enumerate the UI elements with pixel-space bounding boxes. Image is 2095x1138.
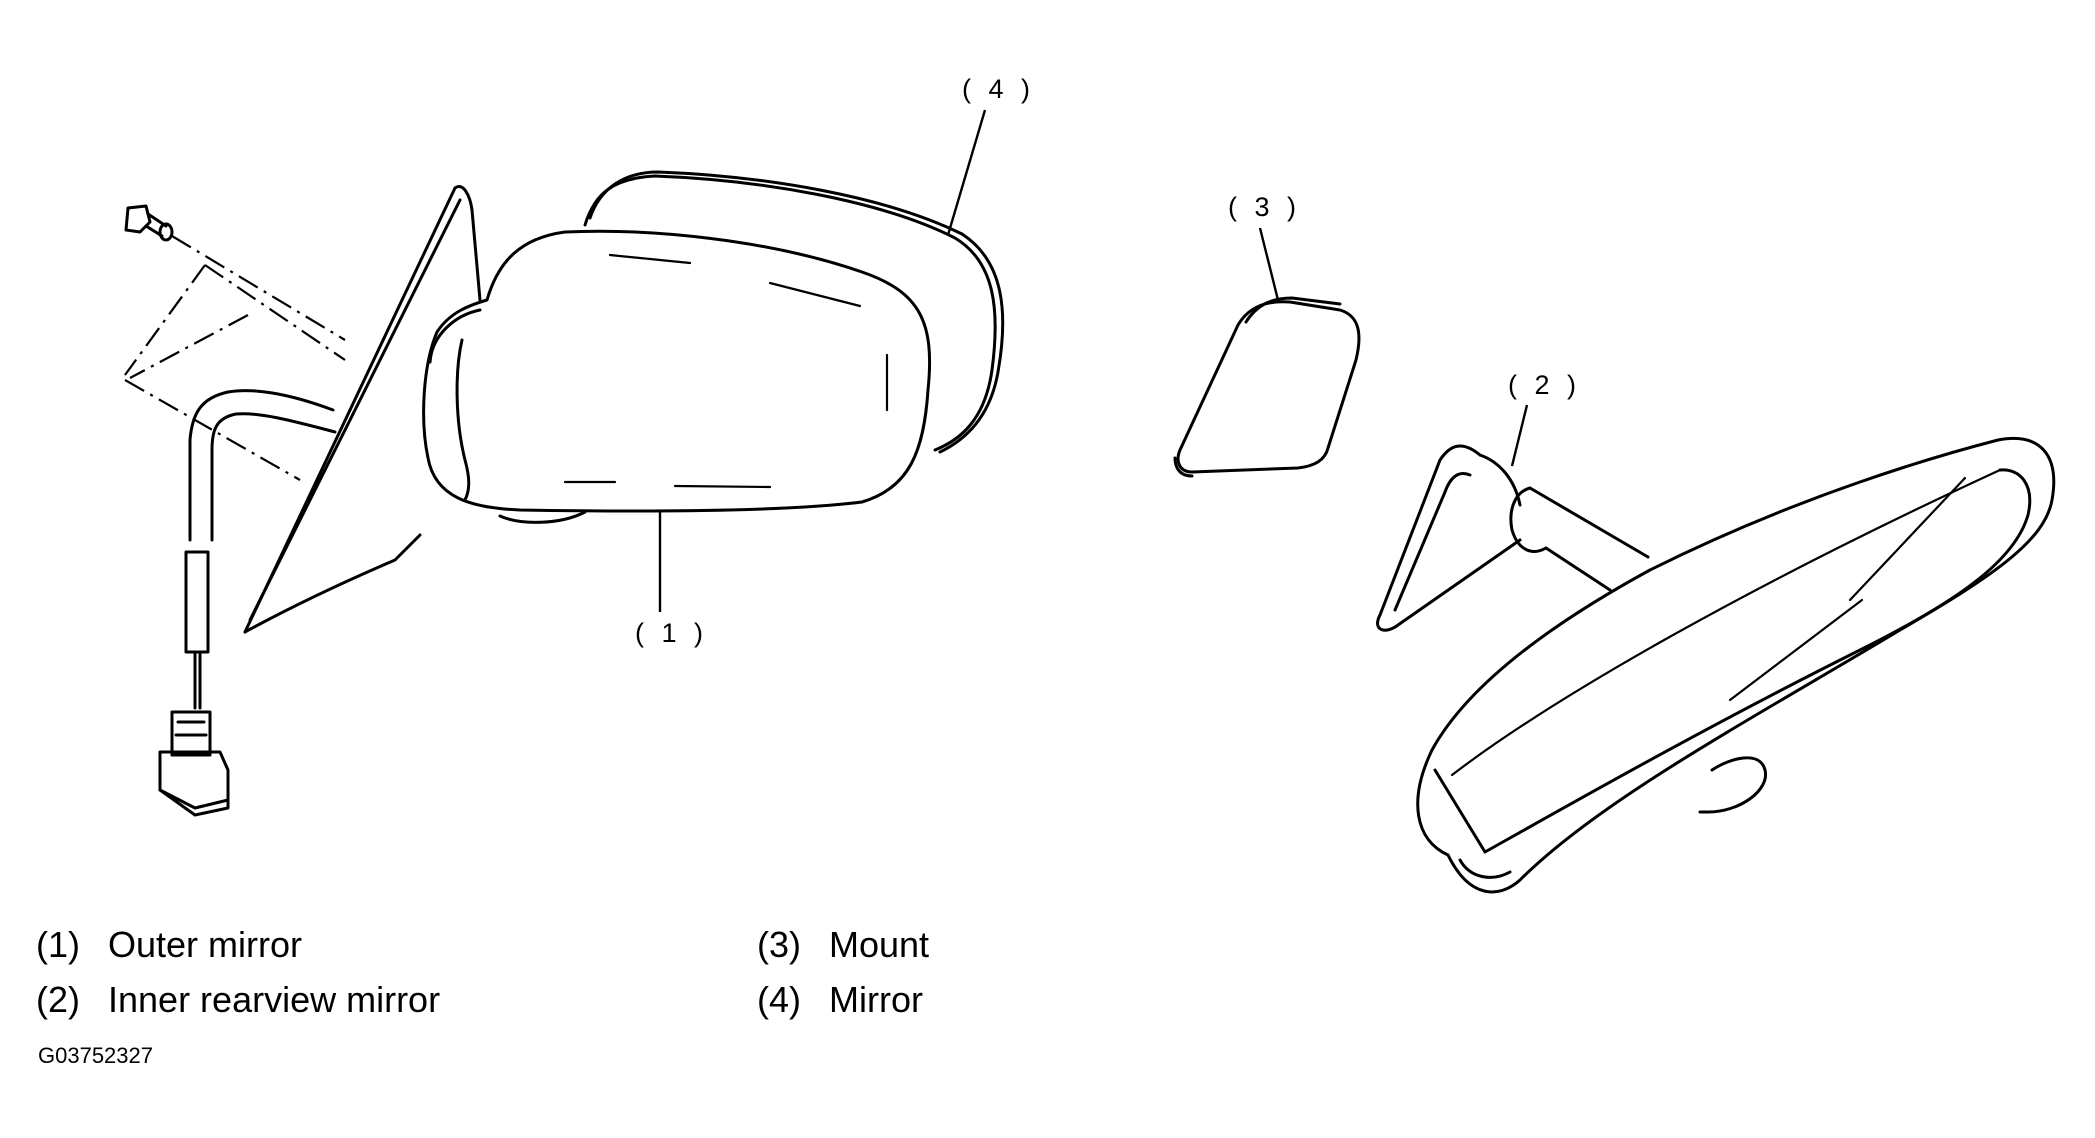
leader-lines	[658, 109, 1529, 612]
legend-label: Mount	[829, 924, 930, 965]
inner-rearview-mirror	[1376, 437, 2056, 894]
leader-3	[1258, 227, 1280, 301]
callout-3: ( 3 )	[1228, 192, 1302, 222]
legend-item-1: (1) Outer mirror	[36, 924, 302, 966]
outer-mirror-base	[243, 185, 482, 634]
bolt	[124, 204, 174, 242]
mount	[1173, 296, 1361, 478]
leader-2	[1510, 404, 1529, 467]
legend-num: (2)	[36, 979, 80, 1020]
leader-4	[946, 109, 987, 236]
legend-num: (3)	[757, 924, 801, 965]
assembly-lines	[124, 235, 346, 481]
wire-harness	[158, 389, 337, 817]
callout-1: ( 1 )	[635, 618, 709, 648]
outer-mirror-housing	[422, 229, 932, 524]
legend-label: Inner rearview mirror	[108, 979, 441, 1020]
legend-label: Mirror	[829, 979, 923, 1020]
callout-4: ( 4 )	[962, 74, 1036, 104]
legend-label: Outer mirror	[108, 924, 303, 965]
figure-id: G03752327	[38, 1043, 153, 1068]
legend-num: (1)	[36, 924, 80, 965]
callout-2: ( 2 )	[1508, 370, 1582, 400]
legend-num: (4)	[757, 979, 801, 1020]
legend-item-2: (2) Inner rearview mirror	[36, 979, 440, 1021]
legend-item-4: (4) Mirror	[757, 979, 923, 1021]
legend-item-3: (3) Mount	[757, 924, 929, 966]
mirror-glass-4	[583, 170, 1005, 454]
